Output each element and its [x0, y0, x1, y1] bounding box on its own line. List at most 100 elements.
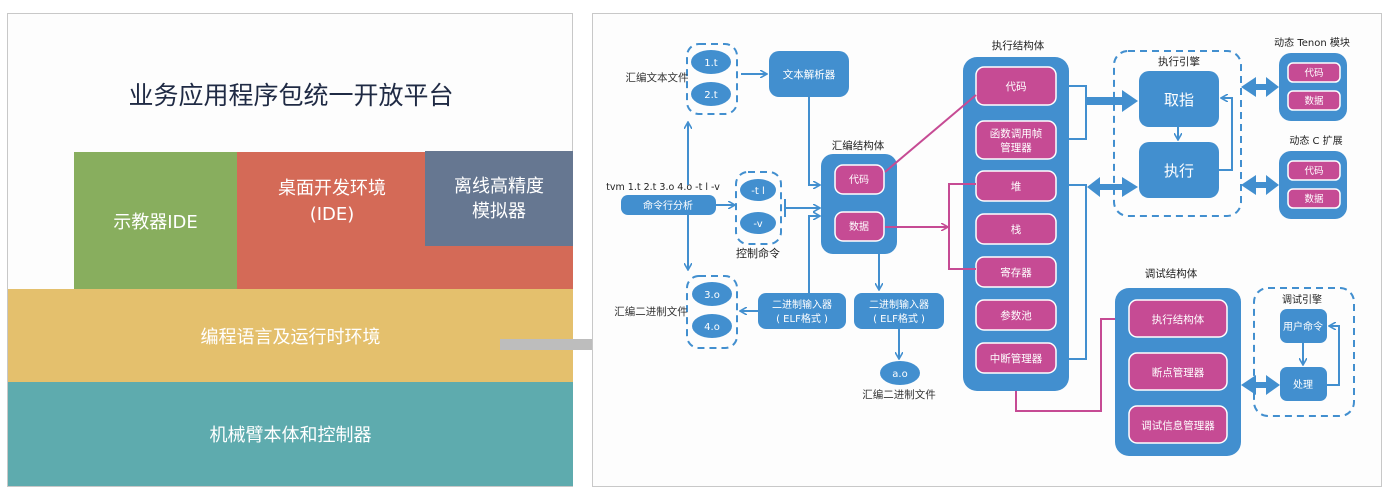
file-node — [880, 361, 920, 385]
layer-label-line1: 离线高精度 — [454, 175, 544, 197]
binary-input-left-node: 二进制输入器 ( ELF格式 ) — [758, 293, 846, 329]
asm-struct-item — [834, 164, 885, 195]
execute-label: 执行 — [1164, 162, 1194, 180]
dyn-tenon-item-label: 数据 — [1304, 95, 1324, 107]
exec-struct-item — [975, 170, 1057, 202]
control-command-node — [740, 212, 776, 234]
layer-label-line2: 模拟器 — [472, 200, 526, 222]
asm-struct-item-label: 代码 — [849, 174, 869, 186]
exec-struct-item-label: 代码 — [1006, 81, 1027, 93]
file-label: a.o — [892, 369, 907, 380]
exec-struct-item — [975, 213, 1057, 245]
user-command-label: 用户命令 — [1283, 320, 1323, 333]
fetch-node — [1139, 71, 1219, 127]
command-line-analyzer-node: 命令行分析 — [621, 195, 716, 215]
debug-struct-item-label: 断点管理器 — [1152, 366, 1205, 379]
exec-struct-item — [975, 120, 1057, 160]
binary-input-label-line1: 二进制输入器 — [869, 298, 929, 311]
asm-struct-title: 汇编结构体 — [832, 139, 885, 152]
control-command-label: -v — [753, 219, 762, 230]
layer-offline-simulator: 离线高精度 模拟器 — [425, 151, 573, 246]
debug-struct-item — [1128, 405, 1228, 444]
dyn-c-item-label: 数据 — [1304, 193, 1324, 205]
command-line-example: tvm 1.t 2.t 3.o 4.o -t l -v — [606, 182, 720, 193]
debug-struct-title: 调试结构体 — [1145, 267, 1198, 280]
exec-struct-item — [975, 342, 1057, 374]
file-label: 4.o — [704, 322, 720, 333]
dyn-tenon-item — [1287, 90, 1341, 111]
exec-struct-item-label: 栈 — [1011, 223, 1022, 236]
text-parser-label: 文本解析器 — [783, 68, 836, 81]
exec-struct-item-label: 参数池 — [1000, 309, 1032, 322]
dyn-c-item — [1287, 160, 1341, 181]
file-node — [691, 50, 731, 74]
architecture-diagram: 1.t 2.t 汇编文本文件 文本解析器 tvm 1.t 2.t 3.o 4.o… — [606, 36, 1355, 456]
binary-input-label-line2: ( ELF格式 ) — [776, 312, 828, 325]
debug-struct-item — [1128, 352, 1228, 391]
binary-input-label-line1: 二进制输入器 — [772, 298, 832, 311]
binary-input-label-line2: ( ELF格式 ) — [873, 312, 925, 325]
dyn-c-item-label: 代码 — [1304, 166, 1323, 177]
exec-struct-item — [975, 256, 1057, 288]
binary-input-right-node: 二进制输入器 ( ELF格式 ) — [854, 293, 944, 329]
file-node — [692, 282, 732, 306]
exec-struct-item — [975, 66, 1057, 106]
arrow-connector — [808, 216, 819, 294]
file-label: 1.t — [704, 58, 718, 69]
dyn-c-node: 动态 C 扩展 代码 数据 — [1279, 134, 1347, 219]
dyn-tenon-node: 动态 Tenon 模块 代码 数据 — [1274, 36, 1350, 121]
dyn-tenon-item-label: 代码 — [1304, 68, 1323, 79]
layer-runtime: 编程语言及运行时环境 — [8, 289, 573, 382]
asm-struct-node: 汇编结构体 代码 数据 — [821, 139, 897, 254]
exec-struct-item-label: 中断管理器 — [990, 352, 1043, 365]
layer-label-line1: 桌面开发环境 — [278, 178, 386, 199]
control-commands-label: 控制命令 — [736, 246, 780, 260]
platform-title: 业务应用程序包统一开放平台 — [128, 81, 454, 110]
process-node — [1280, 367, 1327, 401]
exec-engine-group: 执行引擎 取指 执行 — [1113, 50, 1242, 217]
asm-binary-files-group: 3.o 4.o 汇编二进制文件 — [614, 275, 738, 349]
dyn-tenon-title: 动态 Tenon 模块 — [1274, 36, 1350, 49]
platform-stack-panel: 业务应用程序包统一开放平台 示教器IDE 桌面开发环境 (IDE) 离线高精度 … — [7, 13, 573, 487]
double-arrow-engine-c — [1241, 175, 1279, 195]
layer-label: 机械臂本体和控制器 — [209, 425, 372, 446]
asm-binary-files-label: 汇编二进制文件 — [614, 305, 688, 318]
heap-register-bracket — [948, 183, 976, 270]
exec-engine-title: 执行引擎 — [1158, 55, 1200, 68]
process-label: 处理 — [1293, 379, 1313, 391]
layer-label-line2: (IDE) — [309, 204, 355, 225]
debug-struct-node: 调试结构体 执行结构体 断点管理器 调试信息管理器 — [1115, 267, 1241, 456]
exec-struct-item-label: 管理器 — [1000, 141, 1032, 154]
debug-struct-item-label: 执行结构体 — [1152, 313, 1205, 326]
double-arrow-debug — [1241, 375, 1280, 395]
thick-arrow-to-fetch — [1086, 90, 1138, 112]
exec-struct-item — [975, 299, 1057, 331]
asm-text-files-label: 汇编文本文件 — [626, 71, 689, 84]
fetch-label: 取指 — [1164, 91, 1194, 109]
user-command-node — [1280, 309, 1327, 343]
command-line-analyzer-label: 命令行分析 — [643, 199, 693, 212]
double-arrow-heap-execute — [1087, 177, 1138, 197]
execute-node — [1139, 142, 1219, 198]
asm-struct-item-label: 数据 — [849, 220, 869, 233]
layer-teach-pendant-ide: 示教器IDE — [74, 152, 237, 289]
asm-binary-file-out-label: 汇编二进制文件 — [862, 388, 936, 401]
debug-struct-item — [1128, 299, 1228, 338]
double-arrow-engine-tenon — [1241, 77, 1279, 97]
exec-struct-item-label: 寄存器 — [1000, 266, 1032, 279]
layer-label: 示教器IDE — [113, 211, 198, 233]
file-node — [692, 314, 732, 338]
layer-label: 桌面开发环境 (IDE) — [237, 176, 427, 228]
exec-struct-title: 执行结构体 — [992, 39, 1045, 52]
asm-struct-item — [834, 211, 885, 242]
debug-struct-item-label: 调试信息管理器 — [1141, 419, 1215, 432]
arrow-connector — [808, 97, 819, 185]
asm-text-files-group: 1.t 2.t 汇编文本文件 — [626, 43, 738, 115]
debug-engine-group: 调试引擎 用户命令 处理 — [1253, 287, 1355, 417]
architecture-panel: 1.t 2.t 汇编文本文件 文本解析器 tvm 1.t 2.t 3.o 4.o… — [592, 13, 1382, 487]
file-node — [691, 82, 731, 106]
control-commands-group: -t l -v 控制命令 — [735, 171, 782, 260]
control-command-node — [740, 179, 776, 201]
layer-robot-controller: 机械臂本体和控制器 — [8, 382, 573, 486]
